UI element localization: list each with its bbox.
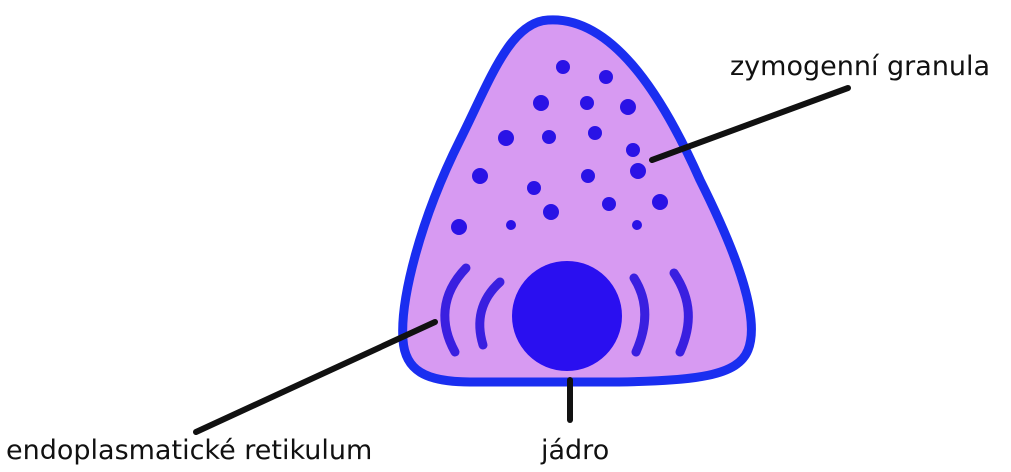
granule <box>652 194 668 210</box>
nucleus-label: jádro <box>541 437 609 464</box>
granule <box>602 197 616 211</box>
granule <box>599 70 613 84</box>
granule <box>630 163 646 179</box>
granule <box>542 130 556 144</box>
granule <box>506 220 516 230</box>
zymogen-granules-label: zymogenní granula <box>730 53 990 80</box>
granule <box>472 168 488 184</box>
nucleus <box>512 261 622 371</box>
granule <box>620 99 636 115</box>
leader-line-reticulum <box>196 322 435 432</box>
granule <box>543 204 559 220</box>
granule <box>451 219 467 235</box>
granule <box>533 95 549 111</box>
leader-line-granules <box>652 88 848 160</box>
granule <box>580 96 594 110</box>
granule <box>626 143 640 157</box>
granule <box>632 220 642 230</box>
endoplasmic-reticulum-label: endoplasmatické retikulum <box>6 437 372 464</box>
granule <box>527 181 541 195</box>
granule <box>581 169 595 183</box>
granule <box>588 126 602 140</box>
granule <box>498 130 514 146</box>
granule <box>556 60 570 74</box>
